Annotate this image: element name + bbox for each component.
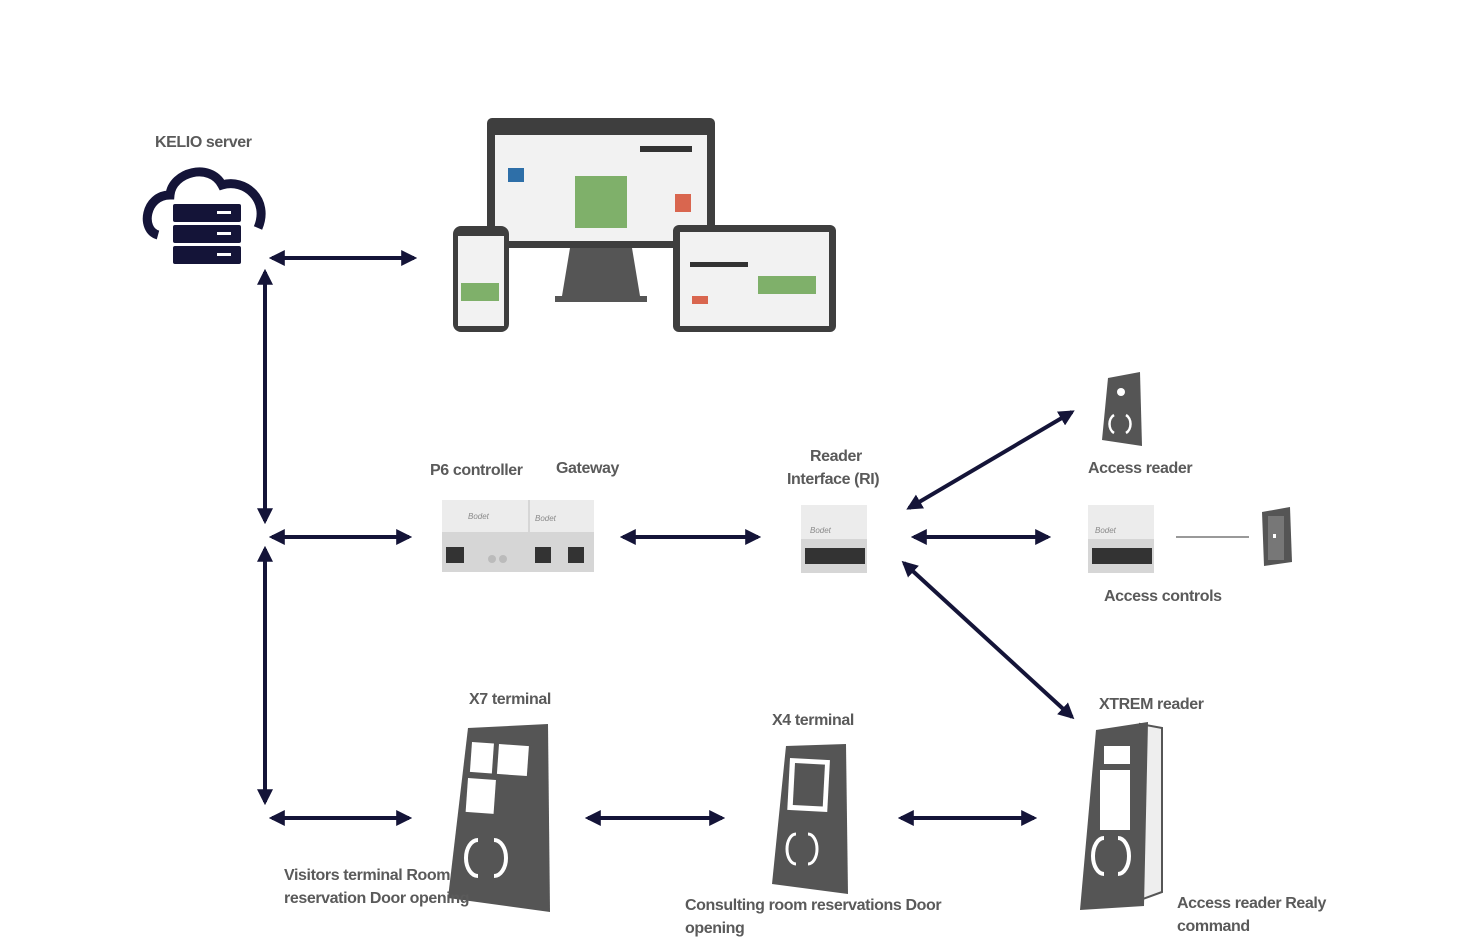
label-p6-controller: P6 controller xyxy=(430,462,523,479)
gateway-module-brand: Bodet xyxy=(535,514,556,523)
label-ri-line1: Reader xyxy=(810,448,862,465)
label-access-reader: Access reader xyxy=(1088,460,1193,477)
label-ri-line2: Interface (RI) xyxy=(787,471,880,488)
label-gateway: Gateway xyxy=(556,460,620,477)
p6-module-brand: Bodet xyxy=(468,512,489,521)
smartphone-icon xyxy=(453,226,509,332)
label-x7-terminal: X7 terminal xyxy=(469,691,551,708)
ri-module-brand: Bodet xyxy=(810,526,831,535)
cloud-server-icon xyxy=(142,167,266,264)
access-reader-icon xyxy=(1102,372,1142,446)
xtrem-reader-icon xyxy=(1080,722,1163,910)
door-icon xyxy=(1262,507,1292,566)
access-controls-module-brand: Bodet xyxy=(1095,526,1116,535)
label-xtrem-reader: XTREM reader xyxy=(1099,696,1204,713)
tablet-icon xyxy=(673,225,836,332)
arrow-ri-xtrem xyxy=(901,560,1075,720)
x4-terminal-icon xyxy=(772,744,848,894)
desktop-monitor-icon xyxy=(487,118,715,302)
label-x4-terminal: X4 terminal xyxy=(772,712,854,729)
label-xtrem-description: Access reader Realy command xyxy=(1177,895,1326,935)
reader-interface-module xyxy=(801,505,867,573)
label-access-controls: Access controls xyxy=(1104,588,1222,605)
x7-terminal-icon xyxy=(448,724,550,912)
access-controls-module xyxy=(1088,505,1154,573)
label-x4-description: Consulting room reservations Door openin… xyxy=(685,897,942,937)
label-x7-description: Visitors terminal Room reservation Door … xyxy=(284,867,470,907)
arrow-ri-access-reader xyxy=(906,410,1075,510)
label-kelio-server: KELIO server xyxy=(155,134,252,151)
p6-controller-gateway-module xyxy=(442,500,594,572)
